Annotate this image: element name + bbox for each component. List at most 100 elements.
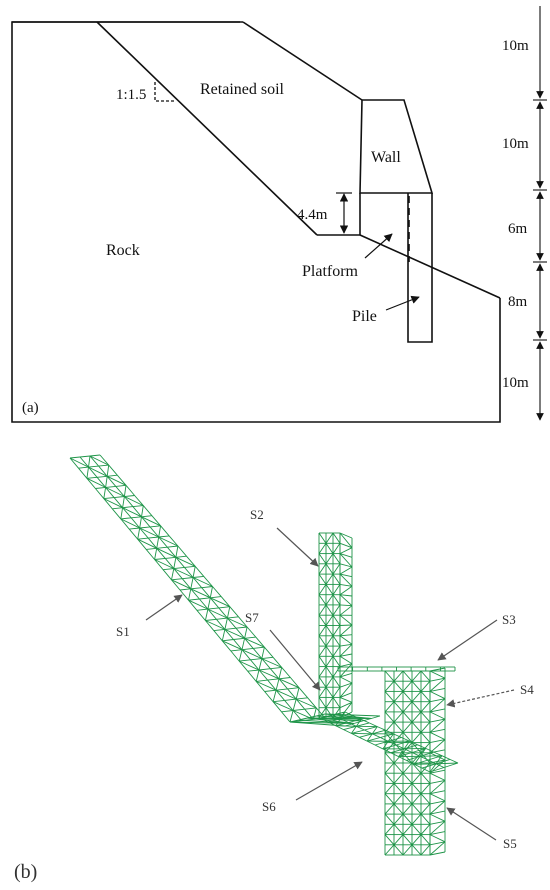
mesh-s2-side bbox=[339, 624, 353, 637]
mesh-s2-front bbox=[318, 645, 327, 657]
mesh-s6 bbox=[429, 763, 437, 773]
mesh-s5-front bbox=[384, 813, 395, 825]
mesh-s1 bbox=[258, 658, 263, 671]
mesh-s2-front bbox=[325, 573, 334, 585]
s5-label: S5 bbox=[503, 836, 517, 851]
mesh-s5-front bbox=[384, 824, 395, 835]
mesh-s1 bbox=[272, 701, 294, 711]
mesh-s1 bbox=[210, 596, 222, 599]
mesh-s1 bbox=[98, 464, 109, 467]
mesh-s2-side bbox=[339, 682, 353, 688]
mesh-s4-side bbox=[429, 731, 446, 741]
mesh-s1 bbox=[227, 616, 239, 619]
mesh-s2-side bbox=[339, 634, 353, 637]
mesh-s1 bbox=[196, 610, 206, 621]
mesh-s5-front bbox=[384, 752, 395, 764]
mesh-s5-front bbox=[393, 834, 404, 846]
mesh-s1 bbox=[89, 454, 101, 457]
mesh-s4-side bbox=[429, 749, 446, 754]
mesh-s2-front bbox=[325, 532, 334, 544]
mesh-s4-side bbox=[429, 752, 446, 761]
mesh-s1 bbox=[154, 548, 158, 560]
mesh-s1 bbox=[270, 666, 282, 670]
mesh-s1 bbox=[196, 608, 208, 611]
mesh-s1 bbox=[207, 608, 228, 619]
mesh-s1 bbox=[221, 629, 226, 641]
mesh-s2-side bbox=[339, 594, 353, 607]
mesh-s2-front bbox=[332, 666, 341, 678]
mesh-s1 bbox=[158, 535, 170, 538]
mesh-s1 bbox=[122, 506, 133, 509]
mesh-s2-front bbox=[332, 594, 341, 606]
mesh-s1 bbox=[212, 586, 222, 597]
platform-leader bbox=[364, 233, 393, 259]
mesh-s5-front bbox=[402, 742, 413, 754]
mesh-s2-front bbox=[332, 635, 341, 647]
mesh-s6 bbox=[332, 711, 346, 716]
mesh-s1 bbox=[207, 608, 217, 620]
mesh-s1 bbox=[275, 678, 280, 691]
mesh-s1 bbox=[190, 587, 202, 590]
mesh-s5-front bbox=[411, 701, 422, 713]
s4-label: S4 bbox=[520, 682, 534, 697]
mesh-s5-front bbox=[384, 834, 395, 846]
mesh-s5-front bbox=[402, 711, 413, 723]
mesh-s6 bbox=[352, 715, 362, 720]
mesh-s5-front bbox=[420, 844, 431, 856]
mesh-s4-side bbox=[429, 800, 446, 805]
mesh-s5-front bbox=[411, 793, 422, 805]
mesh-s1 bbox=[156, 547, 177, 558]
mesh-s1 bbox=[105, 476, 108, 488]
mesh-s5-front bbox=[384, 711, 395, 723]
mesh-s5-front bbox=[393, 691, 404, 702]
mesh-s6 bbox=[433, 751, 443, 757]
mesh-s4-side bbox=[429, 790, 446, 795]
mesh-s1 bbox=[244, 637, 265, 648]
mesh-s1 bbox=[105, 485, 116, 488]
mesh-s2-front bbox=[318, 563, 327, 575]
mesh-s6 bbox=[351, 732, 360, 738]
mesh-s2-front bbox=[318, 553, 327, 565]
mesh-s6 bbox=[388, 740, 397, 746]
mesh-s1 bbox=[220, 596, 231, 607]
mesh-s1 bbox=[128, 528, 139, 540]
dim-label-3: 6m bbox=[508, 221, 528, 237]
dim-label-5: 10m bbox=[502, 375, 529, 391]
mesh-s1 bbox=[278, 678, 300, 689]
s6-label: S6 bbox=[262, 799, 276, 814]
mesh-s5-front bbox=[411, 813, 422, 825]
mesh-s1 bbox=[224, 627, 237, 630]
mesh-s1 bbox=[175, 557, 185, 568]
mesh-s5-front bbox=[411, 691, 422, 702]
mesh-s1 bbox=[181, 578, 192, 590]
mesh-s2-front bbox=[332, 584, 341, 595]
mesh-s5-front bbox=[411, 783, 422, 794]
mesh-s2-side bbox=[339, 532, 353, 539]
mesh-s1 bbox=[273, 699, 285, 703]
mesh-s1 bbox=[253, 646, 265, 649]
mesh-s1 bbox=[221, 640, 232, 652]
s1-label: S1 bbox=[116, 624, 130, 639]
mesh-s1 bbox=[235, 626, 248, 629]
mesh-s1 bbox=[287, 688, 297, 700]
mesh-s1 bbox=[88, 455, 91, 468]
mesh-s6 bbox=[335, 725, 344, 731]
mesh-s1 bbox=[103, 498, 123, 509]
mesh-s4-side bbox=[429, 820, 446, 835]
mesh-s5-front bbox=[393, 844, 404, 856]
mesh-s1 bbox=[167, 545, 178, 548]
mesh-s1 bbox=[230, 649, 243, 652]
mesh-s6 bbox=[343, 725, 357, 731]
mesh-s5-front bbox=[393, 813, 404, 825]
mesh-s6 bbox=[388, 737, 402, 742]
mesh-s6 bbox=[319, 717, 341, 720]
rock-label: Rock bbox=[106, 242, 140, 259]
mesh-s2-front bbox=[332, 532, 341, 544]
mesh-s5-front bbox=[411, 803, 422, 815]
mesh-s5-front bbox=[384, 762, 395, 774]
surface-leaders bbox=[145, 527, 515, 841]
mesh-s2-side bbox=[339, 594, 353, 597]
mesh-s1 bbox=[141, 515, 152, 518]
mesh-s1 bbox=[124, 496, 144, 507]
